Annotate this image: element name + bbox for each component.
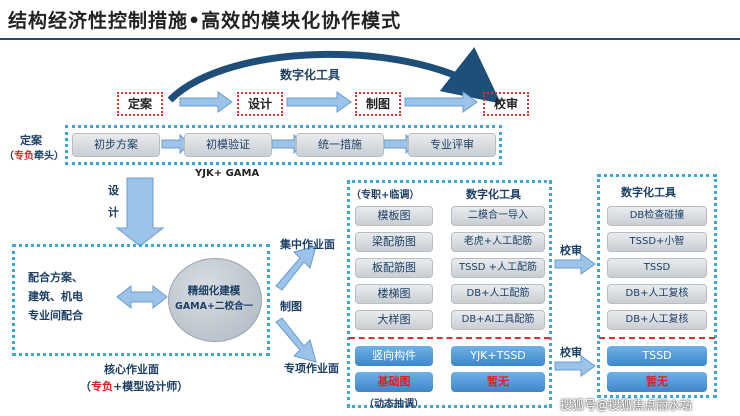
drawing-item-beam: 梁配筋图 bbox=[355, 232, 433, 252]
drawing-label: 制图 bbox=[280, 300, 302, 313]
flow-arrow-1 bbox=[179, 91, 233, 113]
review-arrow-2 bbox=[554, 355, 596, 377]
review-tool-0: DB检查碰撞 bbox=[607, 206, 707, 226]
core-double-arrow bbox=[116, 284, 168, 310]
drawing-tool-2: TSSD +人工配筋 bbox=[451, 258, 545, 278]
review-label-2: 校审 bbox=[560, 346, 582, 359]
drawing-tool-1: 老虎+人工配筋 bbox=[451, 232, 545, 252]
review-tool-1: TSSD+小智 bbox=[607, 232, 707, 252]
drawing-panel bbox=[347, 180, 552, 408]
watermark: 搜狐号@搜狐焦点丽水站 bbox=[560, 398, 693, 412]
down-diagonal-arrow bbox=[275, 317, 317, 363]
drawing-item-slab: 板配筋图 bbox=[355, 258, 433, 278]
core-caption-roles: （专负+模型设计师） bbox=[80, 380, 189, 393]
phase-expert-review: 专业评审 bbox=[408, 133, 496, 157]
digital-tools-label: 数字化工具 bbox=[280, 68, 341, 82]
flow-arrow-3 bbox=[404, 91, 478, 113]
fine-modeling-text: 精细化建模 GAMA+二校合一 bbox=[175, 285, 253, 312]
yjk-gama-label: YJK+ GAMA bbox=[195, 168, 260, 179]
drawing-item-stair: 楼梯图 bbox=[355, 284, 433, 304]
special-tool-0: YJK+TSSD bbox=[451, 346, 545, 366]
drawing-tool-0: 二模合一导入 bbox=[451, 206, 545, 226]
ding-an-lead: （专负牵头） bbox=[4, 151, 64, 162]
review-panel-header: 数字化工具 bbox=[621, 186, 676, 199]
drawing-tool-3: DB+人工配筋 bbox=[451, 284, 545, 304]
review-tool-4: DB+人工复核 bbox=[607, 310, 707, 330]
core-container bbox=[12, 244, 270, 356]
phase-unified-measures: 统一措施 bbox=[296, 133, 384, 157]
drawing-panel-separator bbox=[349, 337, 550, 339]
title-underline bbox=[0, 38, 740, 40]
page-title: 结构经济性控制措施•高效的模块化协作模式 bbox=[8, 10, 402, 32]
ding-an-label: 定案 bbox=[20, 134, 42, 147]
special-area-label: 专项作业面 bbox=[284, 362, 339, 375]
review-tool-3: DB+人工复核 bbox=[607, 284, 707, 304]
review-tool-2: TSSD bbox=[607, 258, 707, 278]
design-down-arrow bbox=[115, 177, 165, 247]
design-vertical-label: 设计 bbox=[108, 184, 119, 219]
drawing-tool-4: DB+AI工具配筋 bbox=[451, 310, 545, 330]
phase-initial-plan: 初步方案 bbox=[72, 133, 160, 157]
step-ding-an: 定案 bbox=[117, 92, 163, 116]
up-diagonal-arrow bbox=[275, 245, 317, 291]
special-item-vertical: 竖向构件 bbox=[355, 346, 433, 366]
phase-container bbox=[65, 125, 502, 165]
review-label-1: 校审 bbox=[560, 244, 582, 257]
step-design: 设计 bbox=[237, 92, 283, 116]
drawing-panel-header-left: （专职+临调） bbox=[351, 190, 420, 201]
drawing-panel-header-right: 数字化工具 bbox=[466, 188, 521, 201]
drawing-item-detail: 大样图 bbox=[355, 310, 433, 330]
core-left-text: 配合方案、 建筑、机电 专业间配合 bbox=[28, 271, 83, 322]
drawing-item-formwork: 模板图 bbox=[355, 206, 433, 226]
top-curve-arrow bbox=[167, 47, 502, 104]
core-caption: 核心作业面 bbox=[104, 363, 159, 376]
review-panel-separator bbox=[599, 337, 715, 339]
special-item-foundation: 基础图 bbox=[355, 372, 433, 392]
phase-model-verify: 初模验证 bbox=[184, 133, 272, 157]
step-review: 校审 bbox=[483, 92, 529, 116]
special-tool-1: 暂无 bbox=[451, 372, 545, 392]
step-drawing: 制图 bbox=[355, 92, 401, 116]
review-arrow-1 bbox=[554, 253, 596, 275]
flow-arrow-2 bbox=[286, 91, 352, 113]
review-special-1: 暂无 bbox=[607, 372, 707, 392]
concentrated-area-label: 集中作业面 bbox=[280, 238, 335, 251]
review-panel bbox=[597, 174, 717, 398]
dynamic-draft-label: （动态抽调） bbox=[364, 399, 424, 410]
review-special-0: TSSD bbox=[607, 346, 707, 366]
fine-modeling-circle bbox=[168, 258, 262, 342]
